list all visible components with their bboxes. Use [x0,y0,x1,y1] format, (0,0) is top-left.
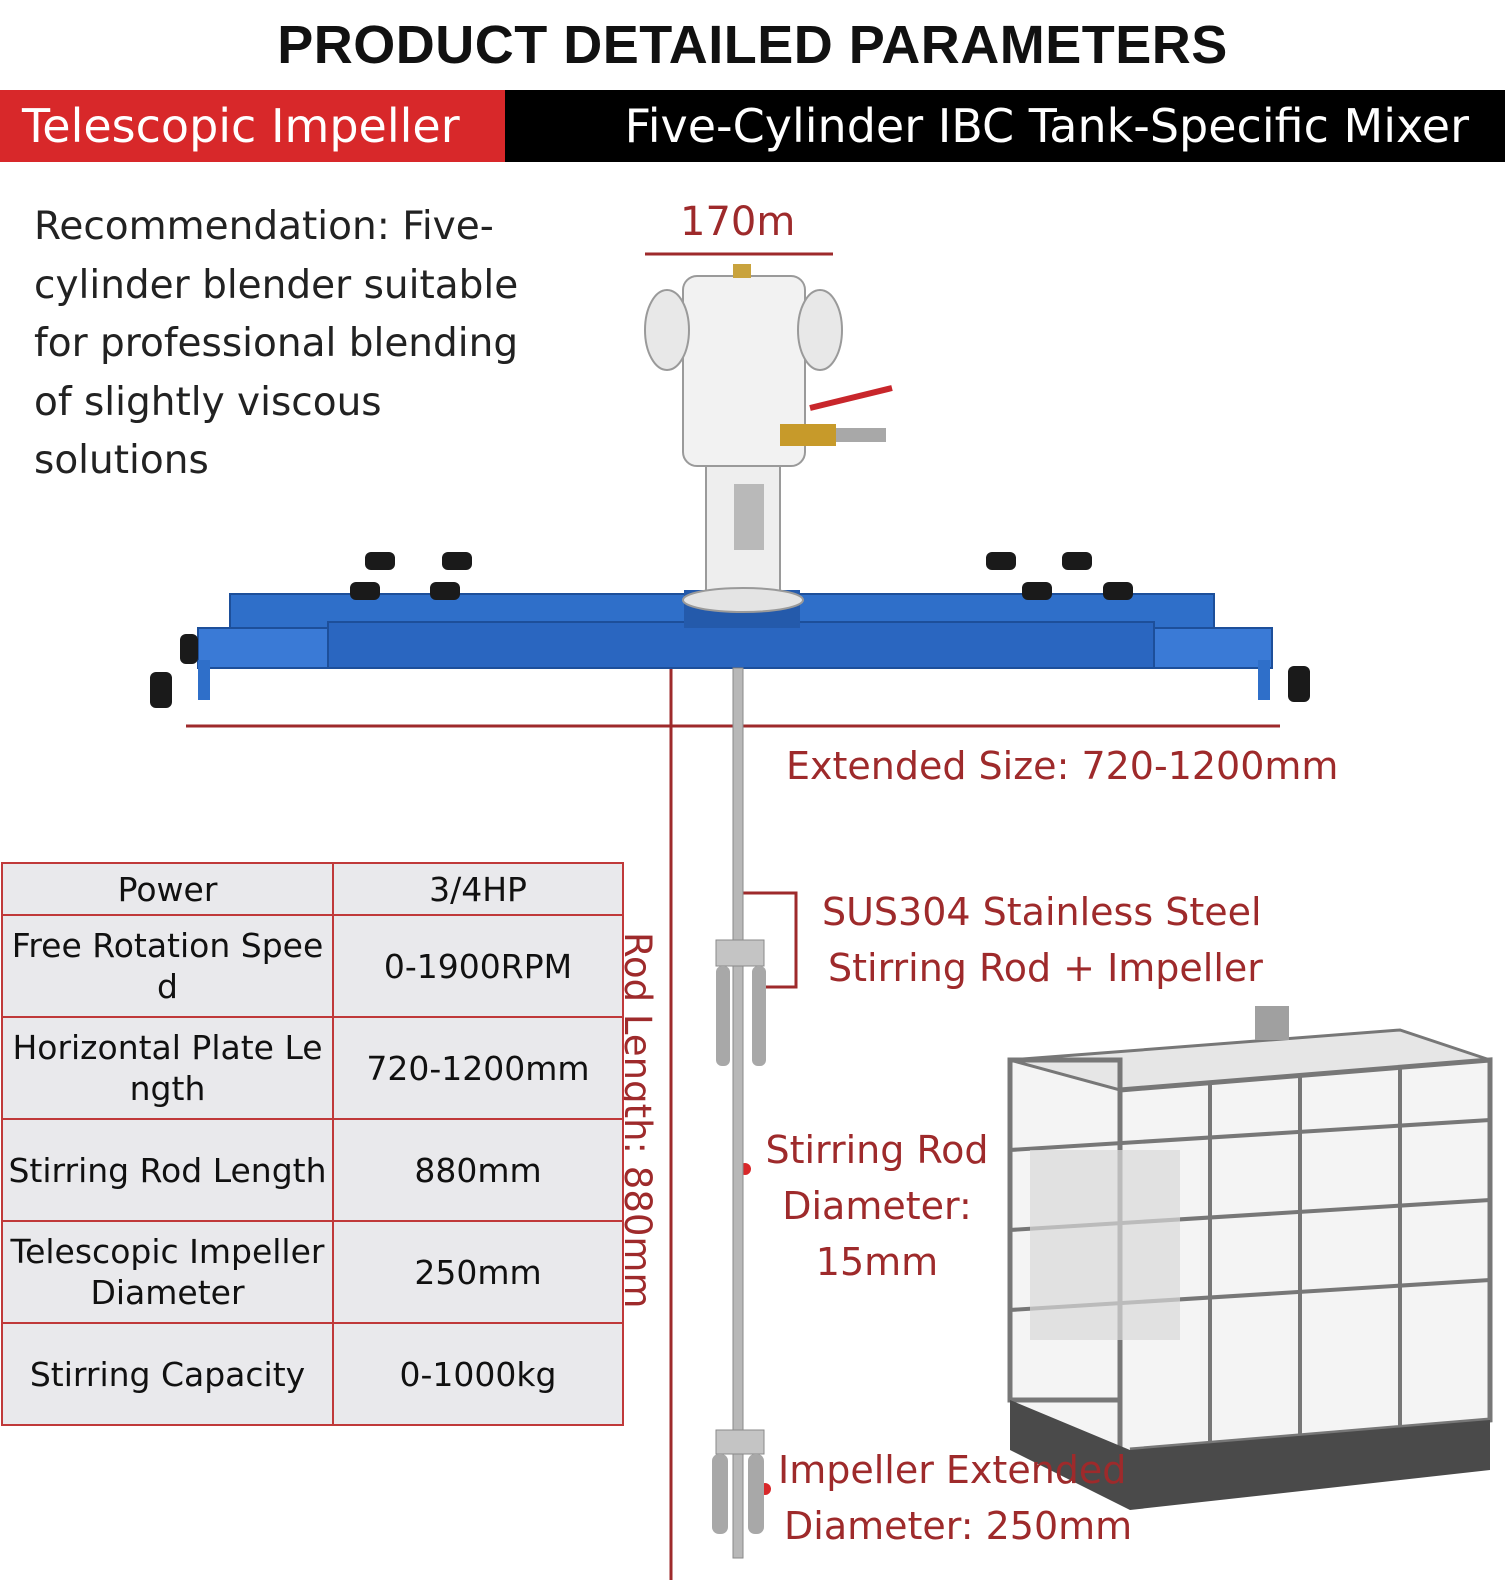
impeller-diameter-line: Impeller Extended [778,1448,1127,1492]
material-line: SUS304 Stainless Steel [822,890,1262,934]
impeller-diameter-callout: Impeller Extended Diameter: 250mm [778,1442,1132,1554]
spec-value: 720-1200mm [332,1016,624,1120]
spec-value: 3/4HP [332,862,624,916]
recommendation-line: for professional blending [34,321,519,366]
spec-value: 0-1000kg [332,1322,624,1426]
table-row: Stirring Rod Length 880mm [1,1118,624,1222]
recommendation-line: solutions [34,438,209,483]
material-callout-bracket [740,891,798,989]
page-title: PRODUCT DETAILED PARAMETERS [277,15,1228,75]
air-motor [644,264,893,613]
spec-value: 880mm [332,1118,624,1222]
table-row: Stirring Capacity 0-1000kg [1,1322,624,1426]
rod-diameter-line: Stirring Rod [765,1128,989,1172]
table-row: Power 3/4HP [1,862,624,916]
rod-diameter-line: 15mm [815,1240,939,1284]
spec-value: 250mm [332,1220,624,1324]
impeller-diameter-line: Diameter: 250mm [784,1504,1133,1548]
material-line: Stirring Rod + Impeller [828,946,1263,990]
spec-value: 0-1900RPM [332,914,624,1018]
recommendation-line: of slightly viscous [34,379,382,425]
spec-label: Stirring Capacity [1,1322,334,1426]
rod-diameter-callout: Stirring Rod Diameter: 15mm [762,1122,992,1290]
spec-label: Power [1,862,334,916]
material-callout: SUS304 Stainless Steel Stirring Rod + Im… [822,884,1263,996]
knob-icon [150,552,1310,708]
rod-diameter-line: Diameter: [782,1184,972,1228]
recommendation-text: Recommendation: Five- cylinder blender s… [34,198,574,491]
banner-telescopic-impeller: Telescopic Impeller [0,90,505,162]
banner-product-name: Five-Cylinder IBC Tank-Specific Mixer [505,90,1505,162]
extended-size-label: Extended Size: 720-1200mm [786,744,1339,788]
top-width-label: 170m [680,199,796,245]
recommendation-line: cylinder blender suitable [34,262,519,308]
ibc-tank [1007,1006,1493,1510]
spec-label: Stirring Rod Length [1,1118,334,1222]
stirring-rod [712,667,766,1559]
recommendation-line: Recommendation: Five- [34,204,494,249]
